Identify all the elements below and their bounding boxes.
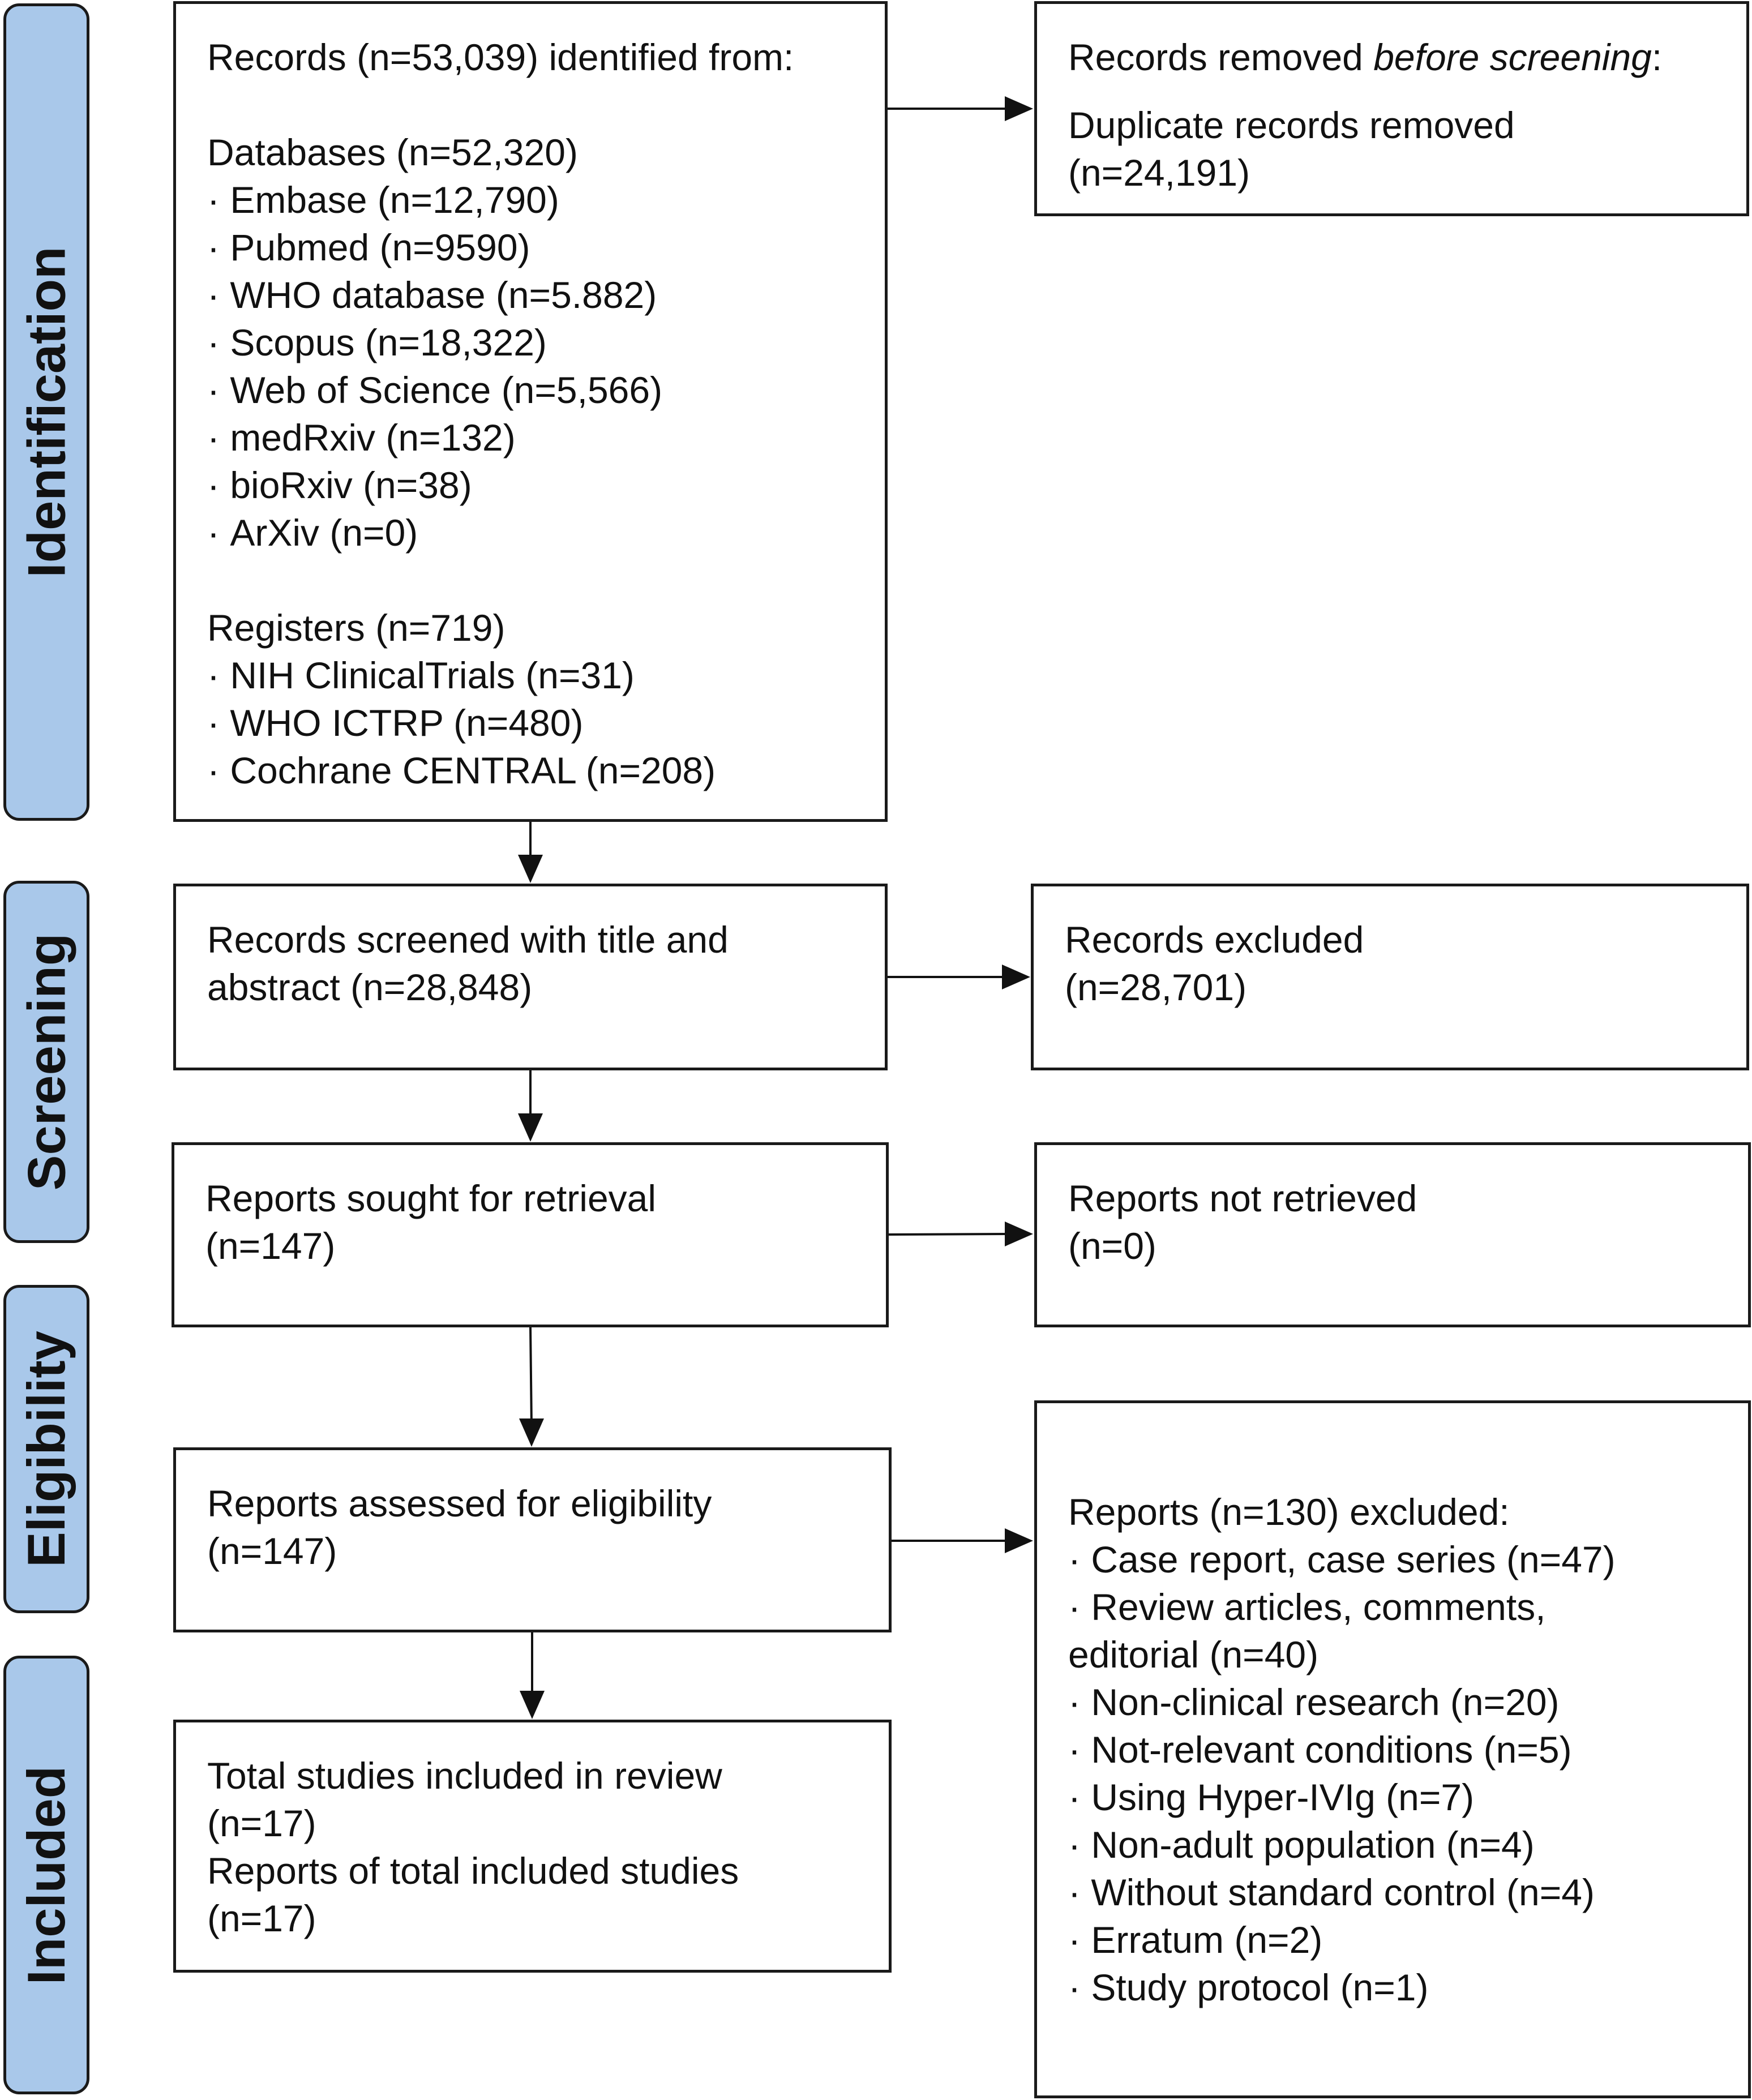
reports-sought-line2: (n=147) — [205, 1225, 336, 1267]
arrowhead-assessed-to-excluded — [1005, 1528, 1033, 1553]
records-removed-box: Records removed before screening: Duplic… — [1034, 1, 1749, 216]
arrow-sought-to-assessed — [529, 1327, 533, 1428]
arrowhead-sought-to-assessed — [519, 1418, 544, 1447]
phase-eligibility: Eligibility — [3, 1285, 89, 1613]
records-removed-title: Records removed before screening: — [1068, 36, 1663, 78]
reports-not-retrieved-line1: Reports not retrieved — [1068, 1177, 1417, 1219]
exclusion-reason: Erratum (n=2) — [1068, 1916, 1720, 1964]
databases-label: Databases (n=52,320) — [207, 131, 578, 173]
database-item: WHO database (n=5.882) — [207, 271, 856, 319]
database-item: Pubmed (n=9590) — [207, 224, 856, 271]
reports-sought-box: Reports sought for retrieval (n=147) — [172, 1142, 889, 1327]
database-item: Scopus (n=18,322) — [207, 319, 856, 366]
records-excluded-box: Records excluded (n=28,701) — [1031, 884, 1749, 1070]
database-item: Web of Science (n=5,566) — [207, 366, 856, 414]
studies-included-line3: Reports of total included studies — [207, 1850, 739, 1892]
reports-sought-line1: Reports sought for retrieval — [205, 1177, 657, 1219]
register-item: NIH ClinicalTrials (n=31) — [207, 652, 856, 699]
records-identified-box: Records (n=53,039) identified from: Data… — [173, 1, 888, 822]
arrowhead-identified-to-screened — [518, 855, 543, 883]
duplicates-label: Duplicate records removed — [1068, 104, 1515, 146]
records-screened-box: Records screened with title and abstract… — [173, 884, 888, 1070]
exclusion-reason: Study protocol (n=1) — [1068, 1964, 1720, 2011]
register-item: Cochrane CENTRAL (n=208) — [207, 747, 856, 794]
records-identified-title: Records (n=53,039) identified from: — [207, 36, 794, 78]
exclusion-reason: Review articles, comments, — [1068, 1583, 1720, 1631]
database-item: medRxiv (n=132) — [207, 414, 856, 461]
reports-assessed-line1: Reports assessed for eligibility — [207, 1482, 712, 1524]
arrowhead-screened-to-sought — [518, 1113, 543, 1142]
reports-assessed-line2: (n=147) — [207, 1530, 337, 1572]
studies-included-line4: (n=17) — [207, 1897, 316, 1939]
records-excluded-line1: Records excluded — [1065, 919, 1364, 961]
duplicates-count: (n=24,191) — [1068, 152, 1250, 194]
studies-included-box: Total studies included in review (n=17) … — [173, 1720, 892, 1973]
arrowhead-screened-to-excluded — [1002, 965, 1030, 989]
arrow-sought-to-not-retrieved — [888, 1233, 1014, 1236]
studies-included-line2: (n=17) — [207, 1802, 316, 1844]
records-excluded-line2: (n=28,701) — [1065, 966, 1247, 1008]
exclusion-reason: Case report, case series (n=47) — [1068, 1536, 1720, 1583]
studies-included-line1: Total studies included in review — [207, 1755, 722, 1797]
register-item: WHO ICTRP (n=480) — [207, 699, 856, 747]
reports-excluded-title: Reports (n=130) excluded: — [1068, 1491, 1510, 1533]
phase-included: Included — [3, 1656, 89, 2094]
exclusion-reason: Not-relevant conditions (n=5) — [1068, 1726, 1720, 1773]
exclusion-reason: Without standard control (n=4) — [1068, 1868, 1720, 1916]
registers-label: Registers (n=719) — [207, 607, 506, 649]
arrowhead-sought-to-not-retrieved — [1005, 1222, 1033, 1246]
exclusion-reason: Using Hyper-IVIg (n=7) — [1068, 1773, 1720, 1821]
arrowhead-identified-to-removed — [1005, 96, 1033, 121]
phase-identification: Identification — [3, 3, 89, 821]
arrowhead-assessed-to-included — [520, 1691, 545, 1719]
database-item: bioRxiv (n=38) — [207, 461, 856, 509]
reports-not-retrieved-line2: (n=0) — [1068, 1225, 1156, 1267]
phase-screening: Screening — [3, 881, 89, 1243]
exclusion-reason-continuation: editorial (n=40) — [1068, 1634, 1319, 1675]
database-item: Embase (n=12,790) — [207, 176, 856, 224]
reports-excluded-box: Reports (n=130) excluded: Case report, c… — [1034, 1400, 1751, 2098]
exclusion-reason: Non-clinical research (n=20) — [1068, 1678, 1720, 1726]
exclusion-reason: Non-adult population (n=4) — [1068, 1821, 1720, 1868]
reports-assessed-box: Reports assessed for eligibility (n=147) — [173, 1447, 892, 1632]
database-item: ArXiv (n=0) — [207, 509, 856, 556]
records-screened-line1: Records screened with title and — [207, 919, 729, 961]
reports-not-retrieved-box: Reports not retrieved (n=0) — [1034, 1142, 1751, 1327]
records-screened-line2: abstract (n=28,848) — [207, 966, 533, 1008]
